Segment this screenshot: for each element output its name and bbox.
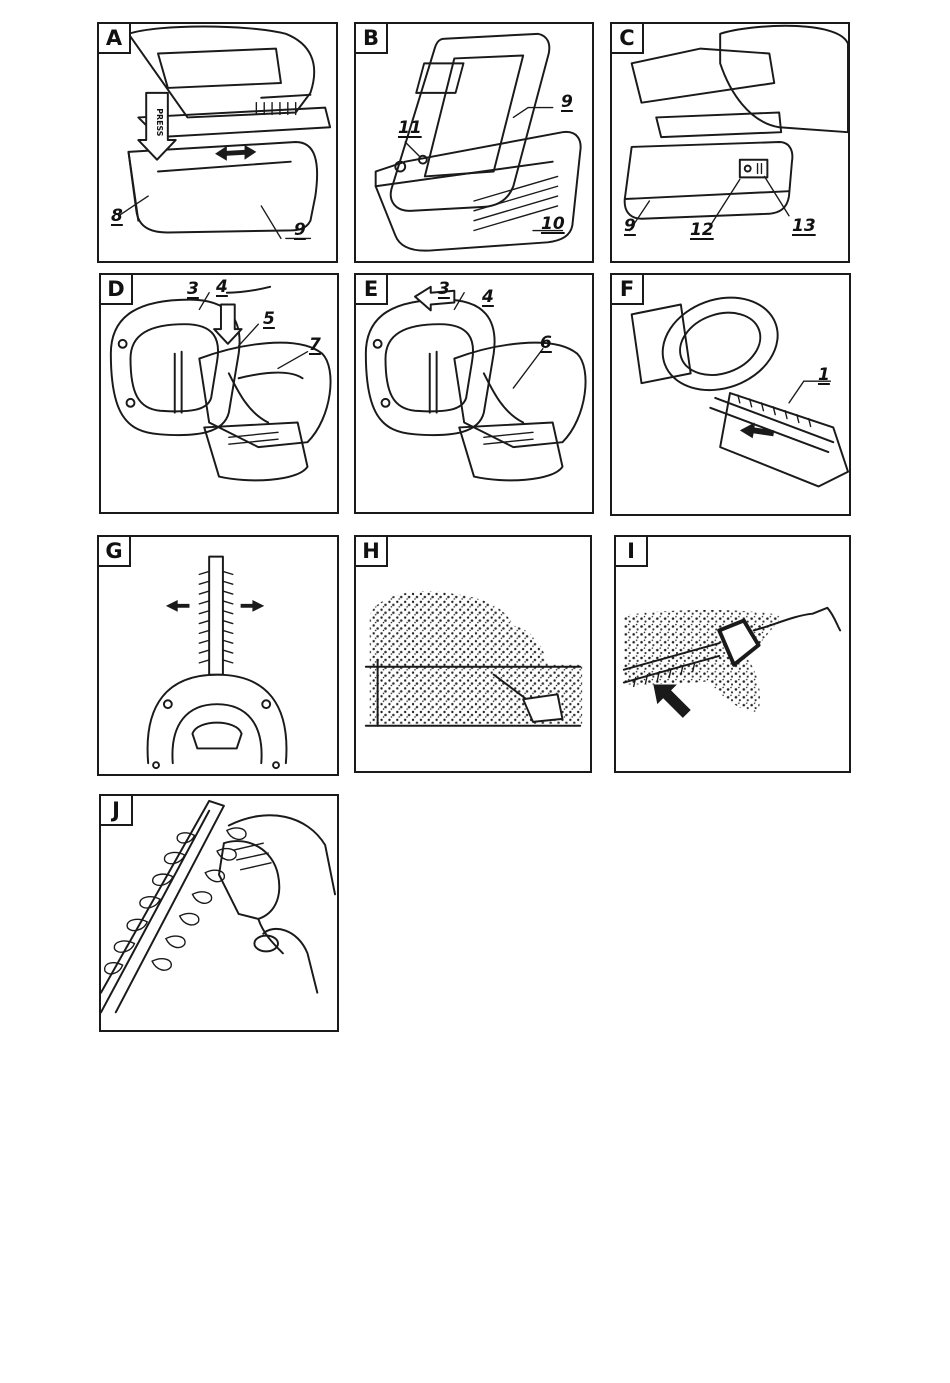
panel-c: C 9 12 13 [610,22,850,263]
part-label-7: 7 [309,335,321,355]
part-label-9: 9 [624,216,636,236]
panel-letter: F [612,275,644,305]
part-label-5: 5 [263,309,275,329]
panel-d: D 3 4 5 7 [99,273,339,514]
panel-letter: D [101,275,133,305]
panel-a: A PRESS 8 9 [97,22,338,263]
panel-h: H [354,535,592,773]
panel-e-illustration [356,275,592,512]
diagonal-arrow-icon [653,684,690,717]
part-label-13: 13 [792,216,816,236]
panel-i: I [614,535,851,773]
part-label-9: 9 [294,220,306,240]
part-label-9: 9 [561,92,573,112]
panel-h-illustration [356,537,590,771]
part-label-10: 10 [541,214,565,234]
panel-letter: H [356,537,388,567]
panel-f-illustration [612,275,849,514]
panel-f: F 1 [610,273,851,516]
panel-d-illustration [101,275,337,512]
panel-letter: B [356,24,388,54]
vent-lines [229,432,278,444]
panel-i-illustration [616,537,849,771]
part-label-11: 11 [398,118,422,138]
part-label-12: 12 [690,220,714,240]
part-label-4: 4 [216,277,228,297]
panel-g: G [97,535,339,776]
blade-teeth [105,828,246,974]
vent-lines [484,432,533,444]
panel-letter: A [99,24,131,54]
panel-letter: J [101,796,133,826]
blade-teeth [199,571,232,662]
panel-j: J [99,794,339,1032]
panel-j-illustration [101,796,337,1030]
panel-letter: G [99,537,131,567]
part-label-8: 8 [111,206,123,226]
panel-letter: I [616,537,648,567]
right-arrow-icon [241,600,265,612]
panel-g-illustration [99,537,337,774]
part-label-1: 1 [818,365,830,385]
panel-letter: E [356,275,388,305]
panel-e: E 3 4 6 [354,273,594,514]
left-arrow-icon [166,600,190,612]
part-label-3: 3 [187,279,199,299]
part-label-4: 4 [482,287,494,307]
press-label: PRESS [155,108,164,136]
part-label-6: 6 [540,333,552,353]
panel-b: B 11 9 10 [354,22,594,263]
part-label-3: 3 [438,279,450,299]
panel-letter: C [612,24,644,54]
